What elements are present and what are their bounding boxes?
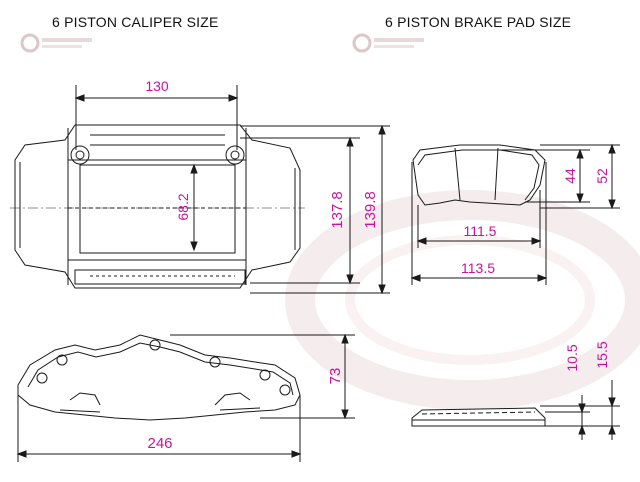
dim-pad-inner-height: 44: [562, 168, 578, 184]
dim-caliper-width-top: 130: [145, 78, 169, 94]
caliper-side-view: [17, 334, 301, 421]
caliper-top-dimension-lines: [74, 85, 390, 295]
brake-pad-size-title: 6 PISTON BRAKE PAD SIZE: [385, 14, 572, 30]
caliper-side-dimension-lines: [16, 333, 355, 462]
dim-caliper-height-outer: 139.8: [362, 191, 379, 229]
dim-caliper-height-inner: 137.8: [329, 191, 346, 229]
dim-pad-inner-width: 111.5: [464, 223, 497, 239]
dim-caliper-piston-height: 68.2: [175, 193, 191, 220]
brake-pad-side-view: [411, 407, 546, 427]
background-watermark-disc: [285, 190, 640, 410]
brake-pad-side-dimension-lines: [540, 380, 620, 440]
caliper-top-view: [10, 124, 305, 289]
brand-logo-caliper: [20, 33, 92, 53]
dim-caliper-length: 246: [147, 435, 172, 452]
brand-logo-pad: [352, 33, 424, 53]
dim-pad-outer-height: 52: [594, 168, 610, 184]
dim-pad-thickness-outer: 15.5: [594, 341, 610, 368]
dim-caliper-side-height: 73: [327, 368, 344, 385]
caliper-size-title: 6 PISTON CALIPER SIZE: [52, 14, 219, 30]
dim-pad-outer-width: 113.5: [461, 260, 495, 276]
dim-pad-thickness-inner: 10.5: [564, 344, 580, 371]
brake-pad-front-dimension-lines: [410, 143, 620, 285]
brake-pad-front-view: [412, 144, 546, 206]
